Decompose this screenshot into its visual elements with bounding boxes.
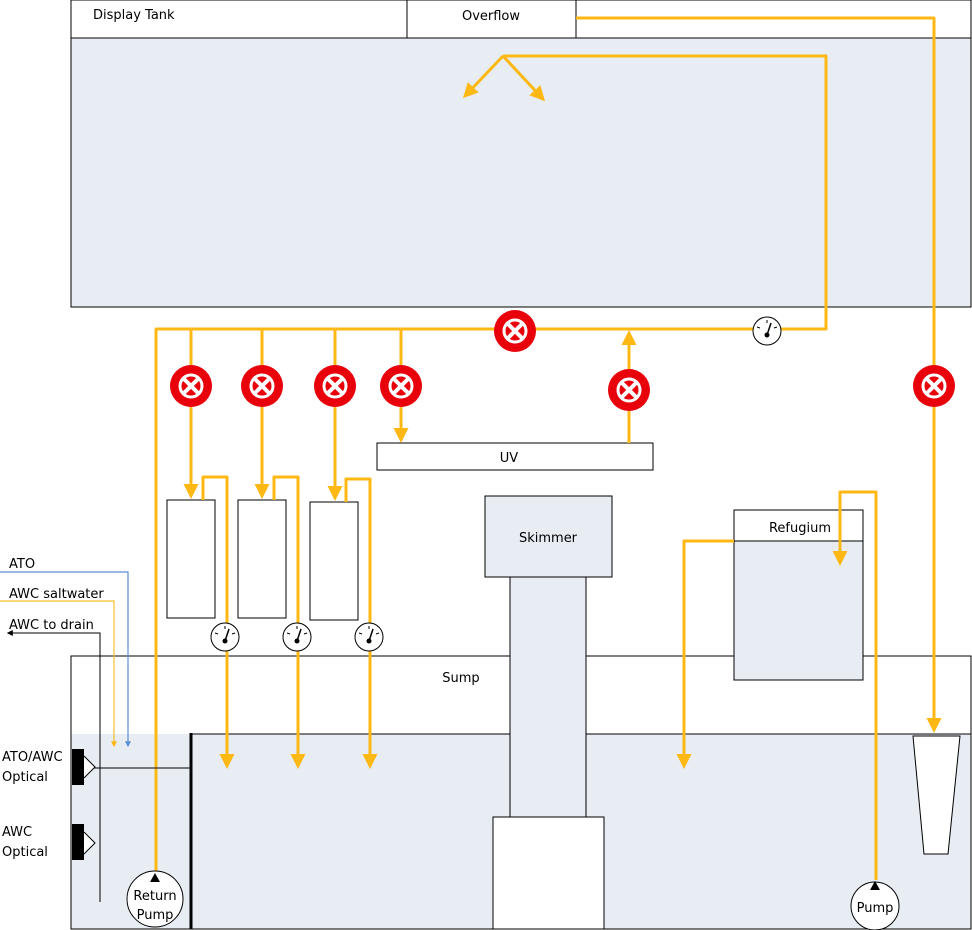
skimmer: Skimmer bbox=[484, 495, 613, 930]
gauge-reactor-2-icon bbox=[282, 622, 312, 652]
refugium-label: Refugium bbox=[769, 521, 831, 536]
ato-awc-optical-label-1: ATO/AWC bbox=[2, 750, 63, 765]
awc-drain-line bbox=[6, 630, 101, 902]
valve-overflow-icon[interactable] bbox=[913, 365, 955, 407]
skimmer-label: Skimmer bbox=[519, 531, 578, 546]
sump-label: Sump bbox=[442, 671, 479, 686]
awc-to-drain-label: AWC to drain bbox=[9, 618, 94, 633]
ato-awc-optical-sensor-icon bbox=[72, 749, 96, 785]
valves bbox=[170, 310, 955, 411]
awc-saltwater-label: AWC saltwater bbox=[9, 587, 104, 602]
valve-main-icon[interactable] bbox=[494, 310, 536, 352]
gauge-return-icon bbox=[752, 316, 782, 346]
awc-optical-label-2: Optical bbox=[2, 845, 48, 860]
gauge-reactor-1-icon bbox=[210, 622, 240, 652]
return-pump-label-2: Pump bbox=[137, 908, 174, 923]
overflow-drain bbox=[576, 16, 942, 733]
return-outlet-right bbox=[501, 54, 546, 102]
reactor-1 bbox=[166, 499, 216, 619]
ato-line bbox=[0, 571, 131, 748]
return-outlet-left bbox=[462, 54, 505, 99]
overflow-box: Overflow bbox=[406, 0, 577, 39]
valve-uv-in-icon[interactable] bbox=[380, 365, 422, 407]
display-tank: Display Tank bbox=[70, 0, 972, 308]
gauges bbox=[210, 316, 782, 652]
ato-label: ATO bbox=[9, 557, 35, 572]
refugium-pump-label: Pump bbox=[857, 901, 894, 916]
uv-sterilizer: UV bbox=[376, 442, 654, 471]
reactor-2 bbox=[237, 499, 287, 619]
awc-saltwater-line bbox=[0, 600, 117, 748]
valve-reactor-2-icon[interactable] bbox=[241, 365, 283, 407]
reactor-2-outlet bbox=[272, 475, 306, 769]
awc-optical-sensor-icon bbox=[72, 824, 96, 860]
gauge-reactor-3-icon bbox=[354, 622, 384, 652]
valve-uv-out-icon[interactable] bbox=[608, 369, 650, 411]
reactor-3 bbox=[309, 501, 359, 621]
reactor-1-outlet bbox=[201, 475, 235, 769]
refugium: Refugium bbox=[733, 509, 864, 681]
flow-lines bbox=[154, 16, 942, 880]
overflow-label: Overflow bbox=[462, 9, 520, 24]
uv-label: UV bbox=[500, 451, 519, 466]
display-tank-label: Display Tank bbox=[93, 8, 175, 23]
refugium-outlet bbox=[676, 539, 734, 769]
ato-awc-lines bbox=[0, 571, 191, 902]
ato-awc-optical-label-2: Optical bbox=[2, 770, 48, 785]
refugium-pump: Pump bbox=[850, 881, 900, 930]
return-pump: Return Pump bbox=[126, 870, 184, 928]
filter-sock bbox=[912, 735, 961, 855]
reactor-3-outlet bbox=[344, 477, 378, 769]
refugium-pump-outlet-icon bbox=[870, 881, 880, 890]
refugium-feed bbox=[832, 490, 878, 880]
return-line bbox=[154, 54, 828, 876]
awc-optical-label-1: AWC bbox=[2, 825, 32, 840]
return-pump-label-1: Return bbox=[133, 889, 176, 904]
valve-reactor-1-icon[interactable] bbox=[170, 365, 212, 407]
return-pump-outlet-icon bbox=[150, 873, 160, 882]
valve-reactor-3-icon[interactable] bbox=[314, 365, 356, 407]
